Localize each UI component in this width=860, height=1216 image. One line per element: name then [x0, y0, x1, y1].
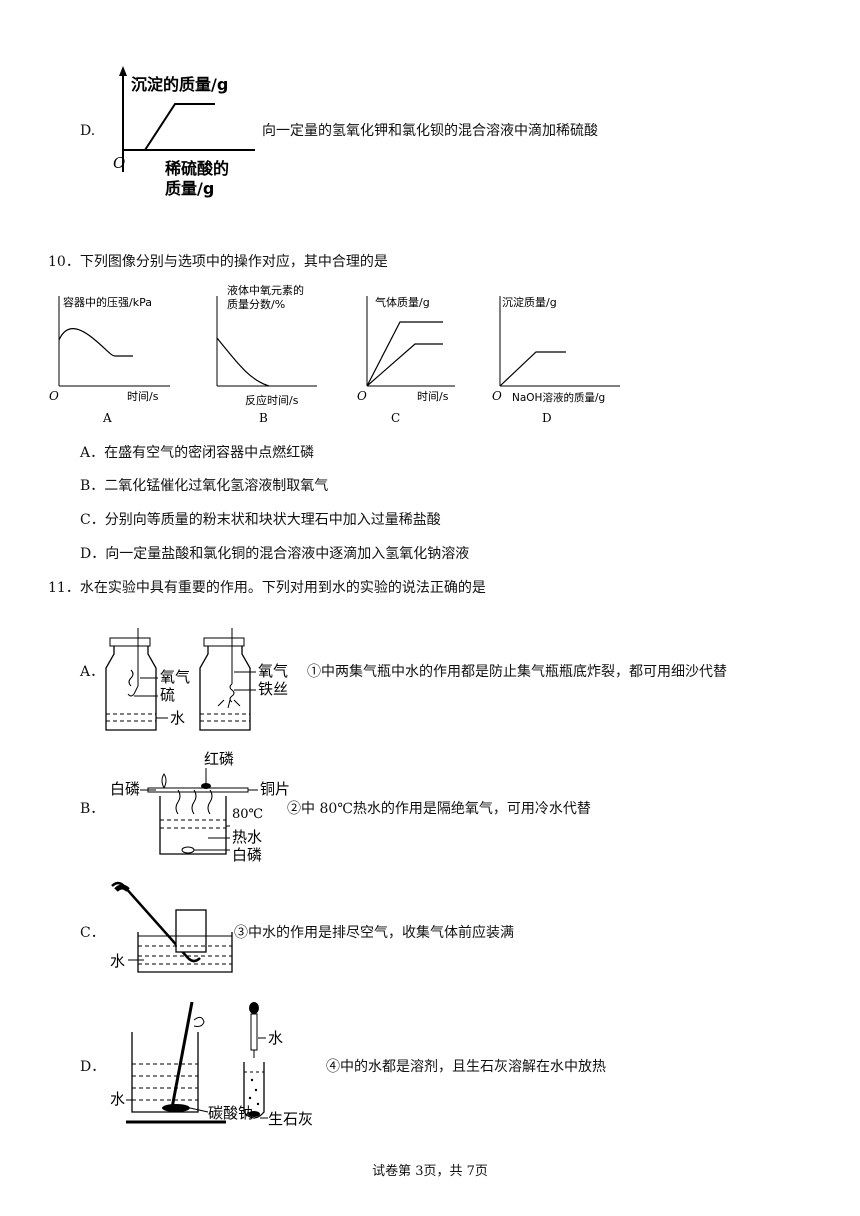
q11-a-text[interactable]: ①中两集气瓶中水的作用都是防止集气瓶瓶底炸裂，都可用细沙代替 — [307, 664, 727, 680]
q10-c-ylabel: 气体质量/g — [375, 295, 430, 309]
q9-d-letter: D. — [80, 123, 96, 139]
q10-d-curve — [499, 351, 566, 387]
q11-c-letter[interactable]: C． — [80, 925, 105, 941]
q10-graph-b: 液体中氧元素的 质量分数/% 反应时间/s B — [216, 283, 317, 425]
q11-b-label-copper: 铜片 — [260, 780, 290, 798]
q10-a-xlabel: 时间/s — [127, 390, 159, 403]
q10-d-ylabel: 沉淀质量/g — [502, 295, 557, 309]
q11-c-text[interactable]: ③中水的作用是排尽空气，收集气体前应装满 — [234, 925, 514, 941]
q11-d-text[interactable]: ④中的水都是溶剂，且生石灰溶解在水中放热 — [326, 1059, 606, 1075]
q10-option-b[interactable]: B．二氧化锰催化过氧化氢溶液制取氧气 — [80, 478, 329, 494]
q11-d-letter[interactable]: D． — [80, 1059, 106, 1075]
q10-d-origin: O — [492, 389, 502, 403]
q9-d-graph: 沉淀的质量/g O 稀硫酸的 质量/g — [113, 66, 255, 198]
page-footer: 试卷第 3页，共 7页 — [372, 1164, 488, 1179]
q10-graph-d: 沉淀质量/g O NaOH溶液的质量/g D — [492, 295, 620, 425]
q10-a-caption: A — [102, 411, 112, 425]
q10-b-ylabel-1: 液体中氧元素的 — [227, 283, 304, 297]
q9-d-curve — [144, 103, 215, 151]
q11-b-label-red-p: 红磷 — [204, 750, 234, 768]
q11-a-label-water: 水 — [170, 709, 185, 727]
q11-d-label-sodium-carbonate: 碳酸钠 — [208, 1104, 253, 1122]
q10-c-caption: C — [391, 411, 400, 425]
q11-c-label-water: 水 — [110, 952, 125, 970]
q10-b-curve — [216, 337, 270, 387]
q10-c-curve-2 — [366, 343, 443, 387]
q10-stem: 10．下列图像分别与选项中的操作对应，其中合理的是 — [48, 254, 388, 270]
q10-a-origin: O — [49, 389, 59, 403]
q11-stem: 11．水在实验中具有重要的作用。下列对用到水的实验的说法正确的是 — [48, 580, 486, 596]
q11-b-label-white-p-1: 白磷 — [110, 780, 140, 798]
q10-a-ylabel: 容器中的压强/kPa — [63, 295, 152, 309]
q11-b-label-temp: 80℃ — [232, 807, 263, 822]
q10-graph-a: 容器中的压强/kPa O 时间/s A — [49, 295, 170, 425]
q11-a-label-iron-wire: 铁丝 — [258, 680, 288, 698]
q10-graph-c: 气体质量/g O 时间/s C — [357, 295, 455, 425]
q11-b-label-white-p-2: 白磷 — [232, 846, 262, 864]
q9-d-xlabel-2: 质量/g — [165, 179, 214, 198]
q9-d-text: 向一定量的氢氧化钾和氯化钡的混合溶液中滴加稀硫酸 — [262, 123, 598, 139]
q11-b-figure: 红磷 白磷 铜片 80℃ 热水 白磷 — [110, 750, 290, 864]
q11-d-label-water-2: 水 — [268, 1029, 283, 1047]
q10-a-curve — [58, 328, 133, 357]
q11-c-figure: 水 — [110, 881, 233, 973]
q11-a-label-oxygen-2: 氧气 — [258, 662, 288, 680]
q10-c-xlabel: 时间/s — [417, 390, 449, 403]
q10-option-a[interactable]: A．在盛有空气的密闭容器中点燃红磷 — [80, 445, 315, 461]
q10-d-xlabel: NaOH溶液的质量/g — [512, 391, 605, 404]
q11-b-text[interactable]: ②中 80℃热水的作用是隔绝氧气，可用冷水代替 — [287, 801, 591, 817]
q9-d-xlabel-1: 稀硫酸的 — [165, 159, 229, 178]
q10-b-xlabel: 反应时间/s — [245, 393, 299, 407]
q11-d-label-quicklime: 生石灰 — [268, 1110, 313, 1128]
q10-option-c[interactable]: C．分别向等质量的粉末状和块状大理石中加入过量稀盐酸 — [80, 512, 441, 528]
q10-option-d[interactable]: D．向一定量盐酸和氯化铜的混合溶液中逐滴加入氢氧化钠溶液 — [80, 546, 470, 562]
q11-d-figure: 水 碳酸钠 水 生石灰 — [110, 1001, 313, 1128]
q9-d-ylabel: 沉淀的质量/g — [131, 75, 228, 94]
q10-d-caption: D — [542, 411, 552, 425]
q11-a-letter[interactable]: A． — [80, 664, 105, 680]
q9-d-origin: O — [113, 154, 125, 172]
q10-c-origin: O — [357, 389, 367, 403]
q11-b-letter[interactable]: B． — [80, 801, 105, 817]
q10-b-ylabel-2: 质量分数/% — [227, 298, 285, 311]
q11-a-label-oxygen-1: 氧气 — [160, 668, 190, 686]
q11-b-label-hot-water: 热水 — [232, 828, 262, 846]
q11-a-figure: 氧气 硫 水 氧气 铁丝 — [105, 628, 288, 731]
q10-b-caption: B — [259, 411, 268, 425]
q11-a-label-sulfur: 硫 — [160, 686, 175, 704]
q11-d-label-water-1: 水 — [110, 1090, 125, 1108]
q10-c-curve-1 — [366, 321, 443, 387]
